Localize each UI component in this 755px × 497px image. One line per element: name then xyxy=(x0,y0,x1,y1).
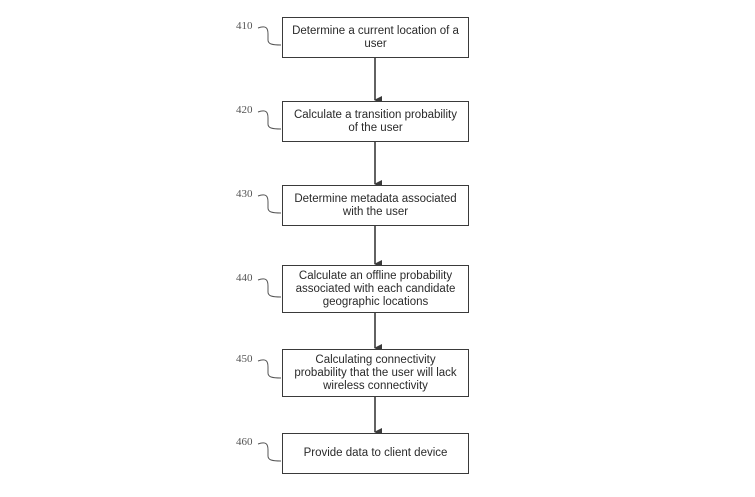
step-box: Calculate a transition probability of th… xyxy=(282,101,469,142)
step-ref-label: 430 xyxy=(236,188,253,200)
ref-leader-line xyxy=(257,442,282,462)
ref-leader-line xyxy=(257,194,282,214)
step-ref-label: 450 xyxy=(236,353,253,365)
step-box: Determine a current location of a user xyxy=(282,17,469,58)
step-ref-label: 440 xyxy=(236,272,253,284)
step-ref-label: 460 xyxy=(236,436,253,448)
step-box: Determine metadata associated with the u… xyxy=(282,185,469,226)
ref-leader-line xyxy=(257,110,282,130)
step-box: Calculate an offline probability associa… xyxy=(282,265,469,313)
ref-leader-line xyxy=(257,278,282,298)
step-ref-label: 410 xyxy=(236,20,253,32)
step-ref-label: 420 xyxy=(236,104,253,116)
step-box: Calculating connectivity probability tha… xyxy=(282,349,469,397)
ref-leader-line xyxy=(257,26,282,46)
ref-leader-line xyxy=(257,359,282,379)
step-box: Provide data to client device xyxy=(282,433,469,474)
